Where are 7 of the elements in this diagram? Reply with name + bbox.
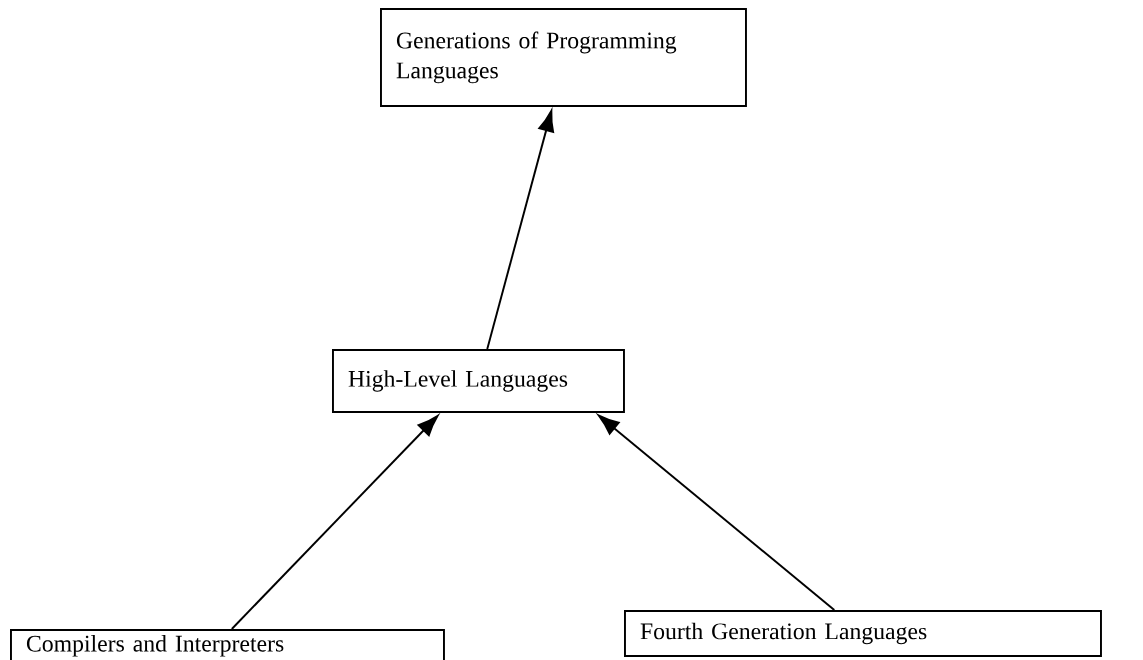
arrow (230, 415, 439, 630)
arrow (486, 110, 555, 350)
box: Compilers and Interpreters (10, 629, 445, 660)
box: Fourth Generation Languages (624, 610, 1102, 657)
box: High-Level Languages (332, 349, 625, 413)
arrow (597, 414, 836, 611)
box: Generations of Programming Languages (380, 8, 747, 107)
